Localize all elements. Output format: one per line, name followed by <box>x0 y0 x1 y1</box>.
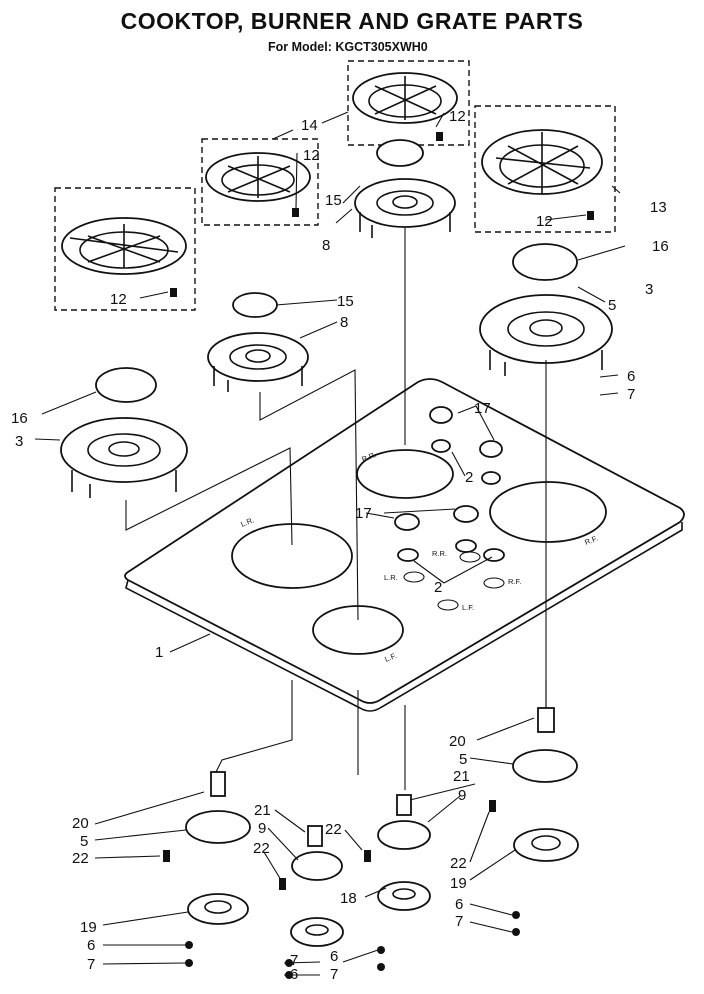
valve-label-lr: L.R. <box>384 573 398 582</box>
callout: 2 <box>434 579 442 596</box>
callout: 12 <box>536 213 553 230</box>
callout: 9 <box>458 787 466 804</box>
callout: 12 <box>110 291 127 308</box>
callout: 19 <box>80 919 97 936</box>
burner-head-lf <box>207 332 309 392</box>
callout: 6 <box>455 896 463 913</box>
callout: 9 <box>258 820 266 837</box>
leader-lines <box>34 111 626 976</box>
knobs-and-bezels <box>394 406 505 562</box>
callout: 7 <box>87 956 95 973</box>
callout: 22 <box>450 855 467 872</box>
callout: 3 <box>645 281 653 298</box>
valve-label-lf: L.F. <box>462 603 474 612</box>
callout: 1 <box>155 644 163 661</box>
burner-head-rr <box>354 178 456 238</box>
burner-cap-lf <box>232 292 278 318</box>
callout: 8 <box>322 237 330 254</box>
callout: 21 <box>254 802 271 819</box>
grate-right-rear <box>347 60 470 146</box>
burner-cap-rf <box>512 243 578 281</box>
callout: 7 <box>330 966 338 983</box>
callout: 6 <box>627 368 635 385</box>
callout: 12 <box>449 108 466 125</box>
callout: 16 <box>652 238 669 255</box>
grate-right-front <box>474 105 616 233</box>
burner-cap-lr <box>95 367 157 403</box>
callout: 7 <box>455 913 463 930</box>
callout: 17 <box>355 505 372 522</box>
callout: 16 <box>11 410 28 427</box>
callout: 6 <box>290 966 298 983</box>
callout: 15 <box>325 192 342 209</box>
callout: 20 <box>72 815 89 832</box>
lower-parts <box>163 707 579 979</box>
callout: 22 <box>72 850 89 867</box>
callout: 15 <box>337 293 354 310</box>
callout: 19 <box>450 875 467 892</box>
model-subtitle: For Model: KGCT305XWH0 <box>268 40 428 54</box>
callout: 18 <box>340 890 357 907</box>
hole-label-lf: L.F. <box>383 651 398 664</box>
callout: 2 <box>465 469 473 486</box>
burner-cap-rr <box>376 139 424 167</box>
callout: 12 <box>303 147 320 164</box>
valve-label-rr: R.R. <box>432 549 447 558</box>
callout: 3 <box>15 433 23 450</box>
callout: 6 <box>87 937 95 954</box>
grate-left-rear <box>54 187 196 311</box>
callout: 14 <box>301 117 318 134</box>
callout: 6 <box>330 948 338 965</box>
callout: 22 <box>325 821 342 838</box>
grate-left-front <box>201 138 319 226</box>
callout: 20 <box>449 733 466 750</box>
valve-label-rf: R.F. <box>508 577 521 586</box>
callout: 17 <box>474 400 491 417</box>
callout: 21 <box>453 768 470 785</box>
page-title: COOKTOP, BURNER AND GRATE PARTS <box>120 8 584 34</box>
cooktop-panel: L.R. R.R. R.F. L.F. R.R. L.R. R.F. L.F. <box>124 378 685 712</box>
callout: 5 <box>459 751 467 768</box>
callout: 8 <box>340 314 348 331</box>
right-rear-hole <box>356 449 454 499</box>
callout: 13 <box>650 199 667 216</box>
right-front-hole <box>489 481 607 543</box>
callout: 5 <box>80 833 88 850</box>
callout: 7 <box>290 952 298 969</box>
callout: 5 <box>608 297 616 314</box>
callout-labels: 14 12 12 15 8 12 12 13 16 3 15 8 16 3 6 … <box>11 108 669 983</box>
callout: 7 <box>627 386 635 403</box>
burner-head-lr <box>60 417 188 498</box>
callout: 22 <box>253 840 270 857</box>
